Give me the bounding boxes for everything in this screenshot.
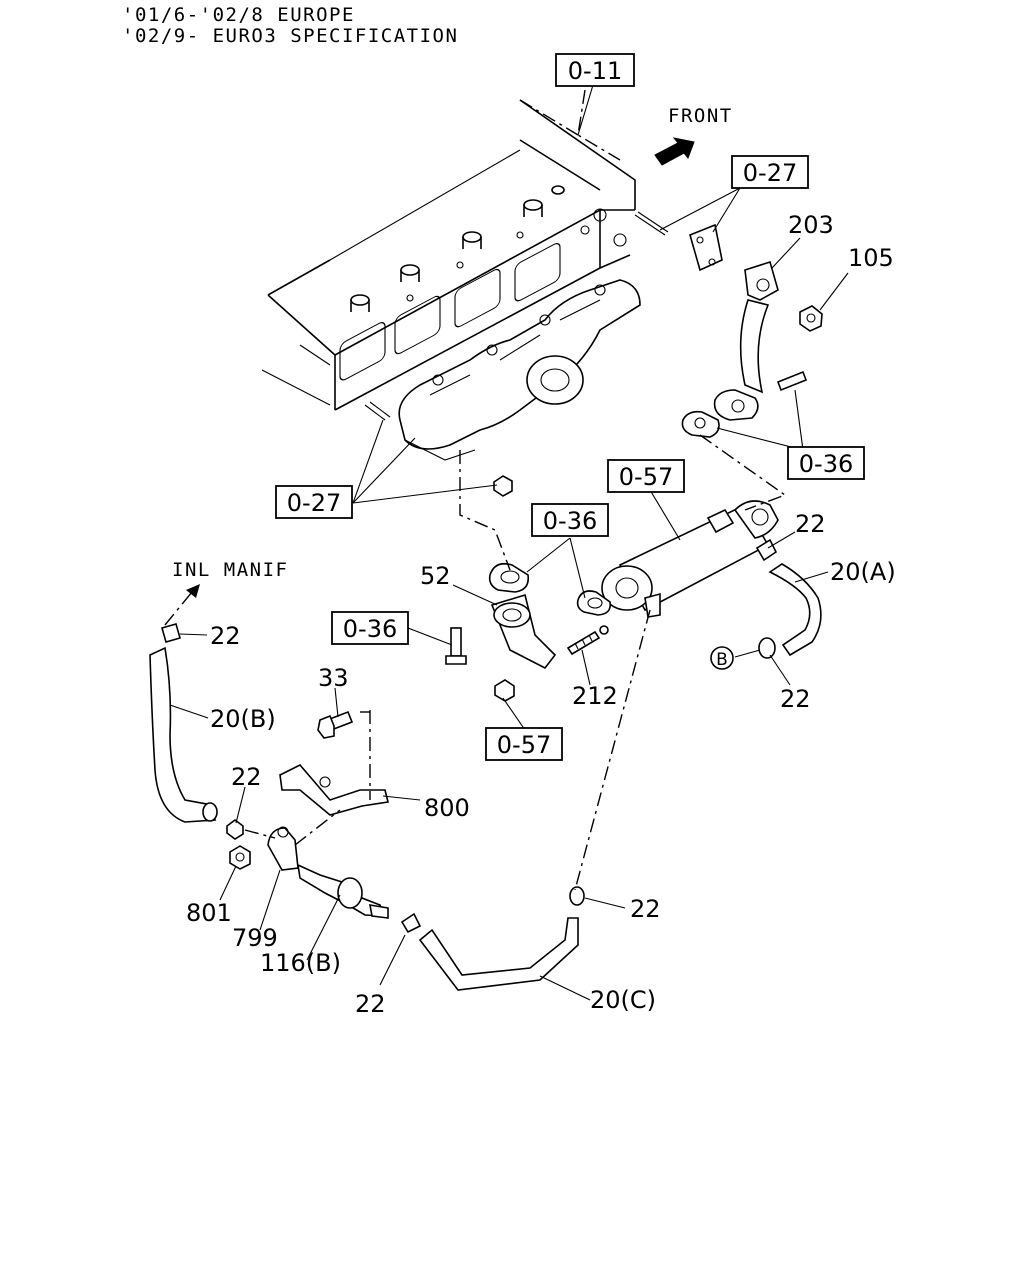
header-line-1: '01/6-'02/8 EUROPE <box>122 4 355 26</box>
clamp-22-a <box>755 538 778 562</box>
callout-20c: 20(C) <box>590 986 656 1014</box>
ref-box-0-27-left[interactable]: 0-27 <box>275 485 353 519</box>
callout-22-c: 22 <box>210 622 241 650</box>
nut-801 <box>229 845 251 870</box>
clamp-22-e <box>569 886 585 906</box>
callout-20a: 20(A) <box>830 558 896 586</box>
bolt-33 <box>317 710 354 739</box>
callout-116b: 116(B) <box>260 949 341 977</box>
gasket-0-36-mid <box>488 562 530 593</box>
nut-0-57 <box>494 679 515 702</box>
clamp-22-c <box>161 623 181 643</box>
clamp-22-d <box>226 819 244 840</box>
callout-801: 801 <box>186 899 232 927</box>
svg-text:0-27: 0-27 <box>743 159 797 187</box>
egr-cooler <box>601 500 779 618</box>
callout-800: 800 <box>424 794 470 822</box>
egr-pipe-203 <box>689 223 779 421</box>
svg-text:0-36: 0-36 <box>343 615 397 643</box>
gasket-0-36-right <box>681 410 720 438</box>
svg-text:0-11: 0-11 <box>568 57 622 85</box>
svg-text:0-27: 0-27 <box>287 489 341 517</box>
svg-text:0-57: 0-57 <box>497 731 551 759</box>
front-arrow-icon <box>654 137 695 166</box>
inl-manif-label: INL MANIF <box>172 559 288 581</box>
ref-box-0-57-bottom[interactable]: 0-57 <box>485 727 563 761</box>
bolt-upper-right <box>776 370 808 392</box>
header-line-2: '02/9- EURO3 SPECIFICATION <box>122 25 459 47</box>
callout-33: 33 <box>318 664 349 692</box>
ref-box-0-57-top[interactable]: 0-57 <box>607 459 685 493</box>
bracket-800 <box>279 764 389 816</box>
callout-22-d: 22 <box>231 763 262 791</box>
stud-212 <box>566 625 609 656</box>
callout-22-f: 22 <box>355 990 386 1018</box>
ref-box-0-36-left[interactable]: 0-36 <box>331 611 409 645</box>
hose-20c <box>418 917 579 991</box>
clamp-22-b <box>758 637 776 659</box>
b-marker-icon: B <box>710 646 734 670</box>
ref-box-0-36-mid[interactable]: 0-36 <box>531 503 609 537</box>
gasket-0-36-small <box>576 590 612 616</box>
ref-box-0-11[interactable]: 0-11 <box>555 53 635 87</box>
bolt-0-36-left <box>445 627 467 665</box>
callout-212: 212 <box>572 682 618 710</box>
nut-0-27 <box>493 475 513 497</box>
callout-203: 203 <box>788 211 834 239</box>
callout-52: 52 <box>420 562 451 590</box>
cylinder-head <box>261 99 636 411</box>
nut-105 <box>799 305 823 332</box>
clamp-22-f <box>400 912 422 934</box>
ref-box-0-27-top[interactable]: 0-27 <box>731 155 809 189</box>
callout-799: 799 <box>232 924 278 952</box>
valve-116b <box>296 863 389 919</box>
front-label: FRONT <box>668 105 733 127</box>
callout-105: 105 <box>848 244 894 272</box>
callout-22-a: 22 <box>795 510 826 538</box>
callout-22-e: 22 <box>630 895 661 923</box>
svg-text:0-36: 0-36 <box>799 450 853 478</box>
ref-box-0-36-right[interactable]: 0-36 <box>787 446 865 480</box>
phantom-lines <box>244 89 787 891</box>
leader-lines <box>169 84 849 1001</box>
hose-20a <box>768 563 822 657</box>
svg-text:B: B <box>716 650 728 670</box>
adapter-52 <box>490 593 557 670</box>
inl-manif-arrow-icon <box>164 584 200 626</box>
callout-22-b: 22 <box>780 685 811 713</box>
hose-20b <box>149 646 218 823</box>
svg-text:0-57: 0-57 <box>619 463 673 491</box>
callout-20b: 20(B) <box>210 705 276 733</box>
svg-text:0-36: 0-36 <box>543 507 597 535</box>
exhaust-manifold <box>398 279 641 461</box>
clamp-799 <box>267 826 299 871</box>
